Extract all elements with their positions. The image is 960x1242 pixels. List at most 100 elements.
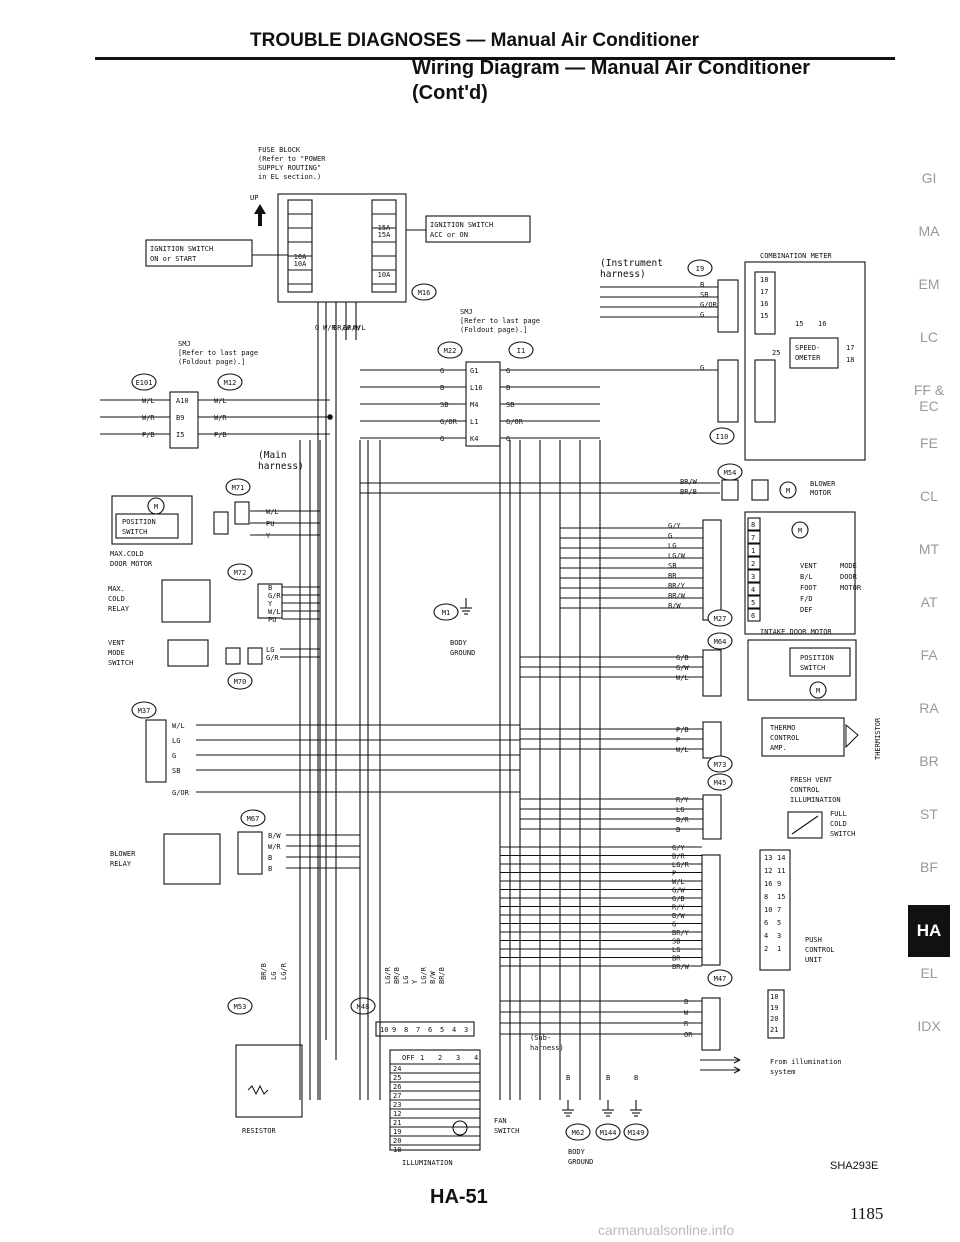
max-cold-relay-label: RELAY bbox=[108, 605, 130, 613]
connector-label: M62 bbox=[572, 1129, 585, 1137]
connector-id bbox=[687, 259, 713, 277]
connector-id bbox=[709, 427, 735, 445]
smj-left-label: [Refer to last page bbox=[178, 349, 258, 357]
body-ground-bottom-label: GROUND bbox=[568, 1158, 593, 1166]
fan-position: 3 bbox=[456, 1054, 460, 1062]
page-number: HA-51 bbox=[430, 1186, 488, 1208]
connector-id bbox=[240, 809, 266, 827]
thermo-control-label: CONTROL bbox=[770, 734, 800, 742]
instrument-harness-label: harness) bbox=[600, 269, 646, 280]
connector-id bbox=[350, 997, 376, 1015]
section-tab-idx: IDX bbox=[917, 1018, 941, 1034]
wire-color: W bbox=[684, 1009, 689, 1017]
wire-color: G/B bbox=[676, 654, 689, 662]
fan-connector-row bbox=[375, 1021, 475, 1037]
pin-id: 12 bbox=[764, 867, 772, 875]
pin-id: 9 bbox=[392, 1026, 396, 1034]
max-cold-door-motor-label: DOOR MOTOR bbox=[110, 560, 153, 568]
wire-color: OR bbox=[684, 1031, 693, 1039]
diagram-code: SHA293E bbox=[830, 1160, 879, 1172]
pin-id: 18 bbox=[393, 1146, 401, 1154]
wire-color: G/W bbox=[672, 887, 685, 895]
motor-icon bbox=[809, 681, 827, 699]
section-tab-br: BR bbox=[919, 753, 939, 769]
wire-color: Y bbox=[411, 979, 419, 984]
main-harness-label: harness) bbox=[258, 461, 304, 472]
mode-pin-cell bbox=[747, 530, 761, 544]
fan-position: OFF bbox=[402, 1054, 415, 1062]
wire-color: P/B bbox=[214, 431, 227, 439]
meter-connector-a bbox=[754, 271, 776, 335]
ignition-switch-acc-label: IGNITION SWITCH bbox=[430, 221, 493, 229]
connector-label: I1 bbox=[517, 347, 525, 355]
pin-id: 21 bbox=[770, 1026, 778, 1034]
push-control-label: UNIT bbox=[805, 956, 823, 964]
pin-id: 2 bbox=[751, 560, 755, 568]
m47-connector bbox=[701, 997, 721, 1051]
connector-label: M16 bbox=[418, 289, 431, 297]
pin-id: 11 bbox=[777, 867, 785, 875]
ignition-switch-start-label: IGNITION SWITCH bbox=[150, 245, 213, 253]
sheet-number: 1185 bbox=[850, 1204, 884, 1223]
connector-id bbox=[707, 773, 733, 791]
smj-left-connector bbox=[169, 391, 199, 449]
wire-color: LG bbox=[270, 972, 278, 980]
pin-id: I5 bbox=[176, 431, 184, 439]
pin-id: 2 bbox=[764, 945, 768, 953]
wire-color: W/L bbox=[676, 746, 689, 754]
wire-color: G/B bbox=[672, 895, 685, 903]
connector-label: M73 bbox=[714, 761, 727, 769]
sub-harness-label: harness) bbox=[530, 1044, 564, 1052]
max-cold-relay-label: COLD bbox=[108, 595, 125, 603]
pin-id: 20 bbox=[770, 1015, 778, 1023]
wire-color: SB bbox=[668, 562, 676, 570]
pin-id: 1 bbox=[751, 547, 755, 555]
speedometer-label: OMETER bbox=[795, 354, 821, 362]
wire-color: SB bbox=[440, 401, 448, 409]
arrow-icon bbox=[700, 1056, 741, 1064]
wire-color: LG/R bbox=[672, 861, 690, 869]
mode-pin-cell bbox=[747, 556, 761, 570]
full-cold-label: FULL bbox=[830, 810, 847, 818]
connector-label: I10 bbox=[716, 433, 729, 441]
ignition-switch-start-label: ON or START bbox=[150, 255, 197, 263]
wire-color: G/OR bbox=[172, 789, 190, 797]
wire-color: LG bbox=[402, 976, 410, 984]
wire-color: W/R bbox=[214, 414, 227, 422]
pin-id: 7 bbox=[416, 1026, 420, 1034]
wire-color: BR/B bbox=[393, 967, 401, 984]
full-cold-label: COLD bbox=[830, 820, 847, 828]
pin-id: 3 bbox=[464, 1026, 468, 1034]
connector-label: M64 bbox=[714, 638, 727, 646]
blower-connector bbox=[721, 479, 739, 501]
meter-connector-d bbox=[754, 359, 776, 423]
meter-connector-c bbox=[717, 359, 739, 423]
blower-motor-label: BLOWER bbox=[810, 480, 836, 488]
wire-color: BR/Y bbox=[672, 929, 690, 937]
connector-id bbox=[565, 1123, 591, 1141]
smj-mid-label: (Foldout page).] bbox=[460, 326, 527, 334]
pin-id: 17 bbox=[846, 344, 854, 352]
wire-color: R bbox=[684, 1020, 689, 1028]
pin-id: 25 bbox=[772, 349, 780, 357]
wire-color: SB bbox=[672, 938, 680, 946]
blower-motor-label: MOTOR bbox=[810, 489, 832, 497]
pin-id: 24 bbox=[393, 1065, 401, 1073]
instrument-harness-label: (Instrument bbox=[600, 258, 663, 269]
pin-id: B9 bbox=[176, 414, 184, 422]
wire-color: G/Y bbox=[668, 522, 681, 530]
pin-id: 16 bbox=[760, 300, 768, 308]
wire-color: W/R bbox=[268, 843, 281, 851]
fan-switch-label: SWITCH bbox=[494, 1127, 519, 1135]
connector-id bbox=[707, 969, 733, 987]
connector-id bbox=[217, 373, 243, 391]
position-switch-box bbox=[789, 647, 851, 677]
mode-position-label: B/L bbox=[800, 573, 813, 581]
resistor-label: RESISTOR bbox=[242, 1127, 277, 1135]
wire-color: PU bbox=[268, 616, 276, 624]
wire-color: R/Y bbox=[672, 904, 685, 912]
pin-id: 16 bbox=[818, 320, 826, 328]
wire-color: G/R bbox=[266, 654, 279, 662]
pin-id: 7 bbox=[751, 534, 755, 542]
m72-connector bbox=[257, 583, 283, 619]
